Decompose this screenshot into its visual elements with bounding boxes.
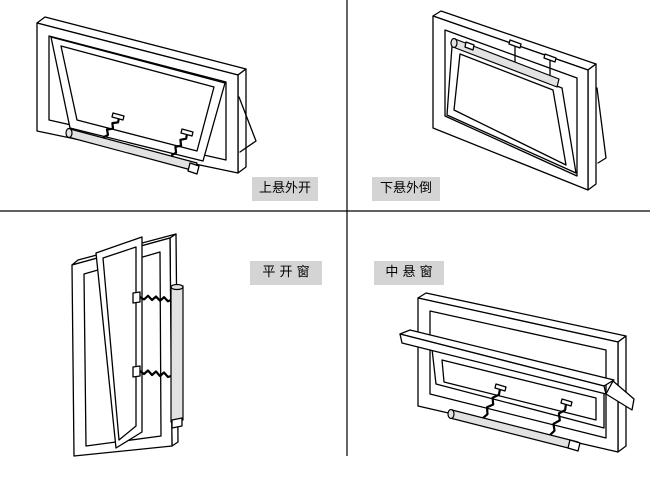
frame-side-face xyxy=(587,63,597,191)
label-bottom-hung-tilt: 下悬外倒 xyxy=(372,177,440,201)
sash-side-edge xyxy=(238,96,257,153)
sash-side-wedge xyxy=(605,380,635,411)
stay-bracket-right xyxy=(543,53,557,63)
top-hung-window-drawing xyxy=(36,16,257,175)
sash-glass xyxy=(60,45,215,152)
stay-arm-right xyxy=(548,402,568,437)
label-top-hung-outward: 上悬外开 xyxy=(252,177,318,201)
stay-bracket-top xyxy=(132,291,141,304)
sash-front-face xyxy=(399,333,607,395)
winder-rod-end-cap xyxy=(65,127,73,139)
stay-bracket-left xyxy=(494,383,507,392)
label-casement-window: 平 开 窗 xyxy=(250,261,322,285)
winder-rod-end-piece xyxy=(567,439,581,452)
winder-rod-end-piece xyxy=(187,162,200,175)
sash-side-edge xyxy=(596,87,607,164)
sash-glass xyxy=(453,53,567,166)
center-pivot-window-drawing xyxy=(399,292,635,453)
winder-rod-end-cap xyxy=(447,408,455,420)
stay-bracket-left xyxy=(111,112,125,121)
frame-side-face xyxy=(237,68,247,174)
stay-arm-left xyxy=(102,116,121,139)
label-center-pivot-window: 中 悬 窗 xyxy=(374,261,444,285)
stay-bracket-right xyxy=(560,398,573,407)
casement-window-drawing xyxy=(71,233,184,457)
stay-arm-bottom xyxy=(138,369,173,379)
winder-rod xyxy=(170,285,184,423)
stay-bracket-bottom xyxy=(132,365,141,378)
bottom-hung-window-drawing xyxy=(432,10,607,191)
rod-clip xyxy=(464,41,475,51)
winder-rod-end-piece xyxy=(171,417,183,429)
winder-rod-end-cap xyxy=(450,37,458,49)
sash-glass xyxy=(102,246,137,441)
stay-arm-left xyxy=(481,387,502,420)
stay-bracket-left xyxy=(508,39,522,49)
stay-arm-top xyxy=(138,294,173,303)
stay-bracket-right xyxy=(180,128,194,137)
winder-rod-end-cap xyxy=(170,283,184,291)
sash-glass xyxy=(441,359,597,421)
stay-arm-right xyxy=(170,132,189,157)
